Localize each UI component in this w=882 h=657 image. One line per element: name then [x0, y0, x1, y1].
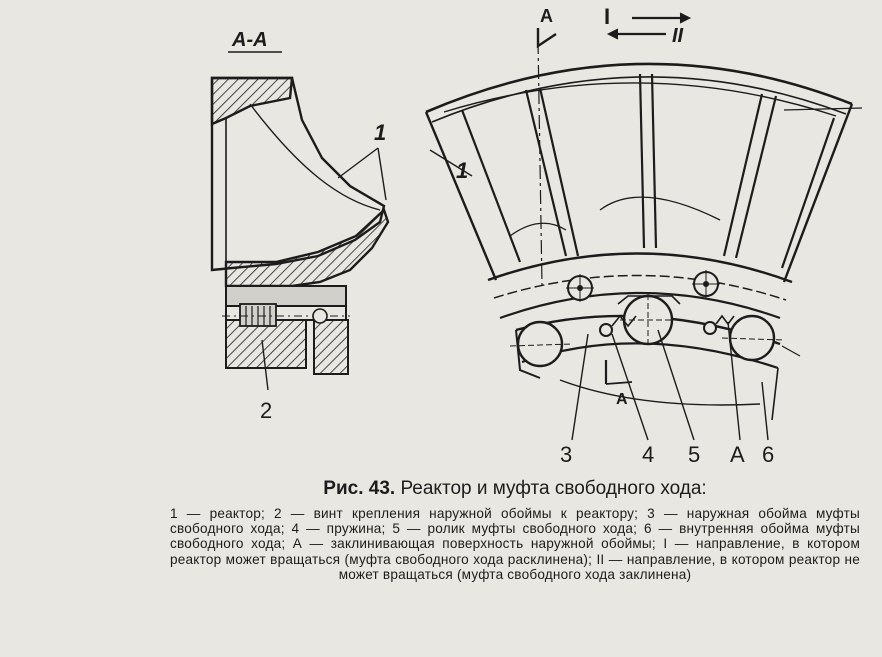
section-label: А-А — [231, 29, 268, 51]
hub-ring-arc — [487, 252, 793, 284]
arrow-dir-II — [606, 28, 619, 40]
spring-right — [703, 321, 717, 335]
figure-number: Рис. 43. — [323, 478, 396, 499]
section-arrow-top — [536, 28, 557, 49]
roller-left — [516, 320, 564, 368]
section-view-a-a: А-А 1 2 — [210, 29, 390, 423]
reactor-clutch-drawing: А-А 1 2 — [210, 4, 863, 467]
inner-race-section-hatch — [313, 319, 349, 375]
spring-center — [599, 323, 613, 337]
front-view: 1 А А I II 3 4 5 А 6 — [424, 4, 863, 467]
figure-caption: Рис. 43. Реактор и муфта свободного хода… — [170, 478, 860, 582]
label-part-6: 6 — [762, 442, 774, 467]
reactor-vanes — [460, 73, 836, 269]
reactor-outer-arc — [425, 62, 853, 114]
label-part-A: А — [730, 442, 745, 467]
caption-title-line: Рис. 43. Реактор и муфта свободного хода… — [170, 478, 860, 500]
figure-legend: 1 — реактор; 2 — винт крепления наружной… — [170, 506, 860, 582]
section-line — [537, 39, 543, 287]
section-arrow-bottom — [605, 381, 633, 385]
label-part-3: 3 — [560, 442, 572, 467]
label-part-1-right: 1 — [456, 158, 468, 183]
reactor-hub-top-hatch — [210, 76, 294, 126]
arrow-dir-I — [679, 12, 692, 24]
outer-race-section-hatch — [225, 319, 307, 369]
label-section-top: А — [540, 6, 553, 26]
label-section-bottom: А — [616, 391, 628, 408]
label-part-2: 2 — [260, 398, 272, 423]
label-part-5: 5 — [688, 442, 700, 467]
label-part-4: 4 — [642, 442, 654, 467]
label-direction-II: II — [672, 25, 684, 47]
label-part-1-left: 1 — [374, 120, 386, 145]
figure-title: Реактор и муфта свободного хода: — [400, 478, 707, 499]
label-direction-I: I — [604, 4, 610, 29]
